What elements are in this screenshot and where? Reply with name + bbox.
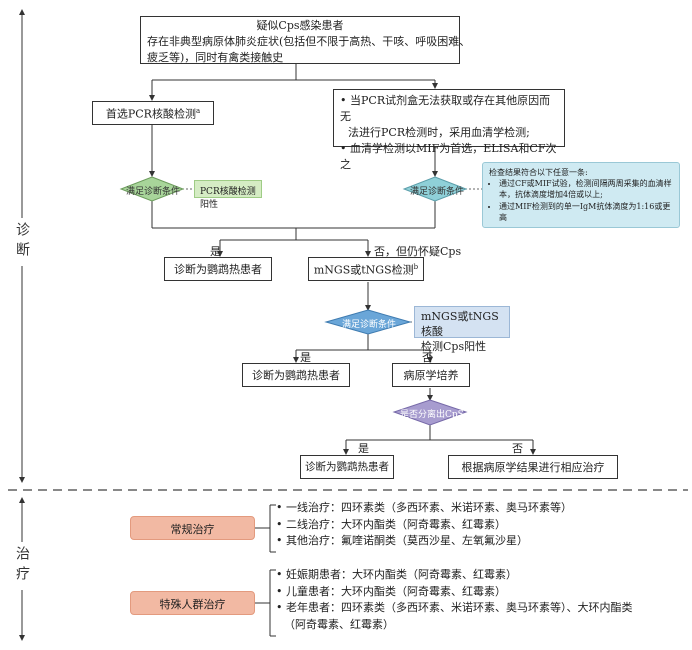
yes-label-3: 是 (358, 442, 369, 455)
suspected-title: 疑似Cps感染患者 (256, 19, 344, 32)
mngs-positive-line-1: mNGS或tNGS核酸 (421, 310, 499, 338)
mngs-label: mNGS或tNGS检测 (313, 263, 414, 277)
serology-bullet-1: • 当PCR试剂盒无法获取或存在其他原因而无 (340, 94, 551, 123)
suspected-patient-box: 疑似Cps感染患者 存在非典型病原体肺炎症状(包括但不限于高热、干咳、呼吸困难、… (140, 16, 471, 64)
side-label-diagnosis: 诊断 (12, 218, 32, 266)
routine-item-2: • 二线治疗：大环内酯类（阿奇霉素、红霉素） (276, 517, 506, 531)
side-label-treatment: 治疗 (12, 542, 32, 590)
criteria-title: 检查结果符合以下任意一条: (489, 168, 588, 177)
diamond-culture (392, 399, 468, 426)
special-item-2: • 儿童患者：大环内酯类（阿奇霉素、红霉素） (276, 584, 506, 598)
serology-box: • 当PCR试剂盒无法获取或存在其他原因而无 法进行PCR检测时，采用血清学检测… (333, 89, 565, 171)
yes-label-1: 是 (210, 245, 221, 258)
mngs-positive-tag: mNGS或tNGS核酸 检测Cps阳性 (414, 306, 510, 353)
yes-label-2: 是 (300, 351, 311, 364)
pcr-first-box: 首选PCR核酸检测a (92, 101, 214, 125)
diamond-right (402, 176, 468, 202)
routine-item-3: • 其他治疗：氟喹诺酮类（莫西沙星、左氧氟沙星） (276, 534, 528, 547)
pathogen-result-treatment-box: 根据病原学结果进行相应治疗 (448, 455, 618, 479)
special-treatment-tag: 特殊人群治疗 (130, 591, 255, 615)
routine-treatment-tag: 常规治疗 (130, 516, 255, 540)
special-treatment-list: • 妊娠期患者：大环内酯类（阿奇霉素、红霉素） • 儿童患者：大环内酯类（阿奇霉… (276, 567, 633, 633)
special-item-1: • 妊娠期患者：大环内酯类（阿奇霉素、红霉素） (276, 568, 517, 581)
serology-bullet-1-cont: 法进行PCR检测时，采用血清学检测; (348, 125, 530, 139)
mngs-box: mNGS或tNGS检测b (308, 257, 424, 281)
special-item-3-cont: （阿奇霉素、红霉素） (284, 617, 394, 631)
special-item-3: • 老年患者：四环素类（多西环素、米诺环素、奥马环素等）、大环内酯类 (276, 601, 633, 614)
diamond-left-label: 满足诊断条件 (126, 187, 181, 197)
mngs-positive-line-2: 检测Cps阳性 (421, 339, 487, 353)
no-suspect-label: 否，但仍怀疑Cps (374, 245, 462, 258)
pcr-first-sup: a (195, 107, 201, 115)
symptom-line-1: 存在非典型病原体肺炎症状(包括但不限于高热、干咳、呼吸困难、 (147, 34, 471, 48)
diamond-mid-label: 满足诊断条件 (342, 320, 397, 330)
diamond-culture-label: 是否分离出CpS (400, 410, 464, 420)
no-label-2: 否 (422, 351, 433, 364)
criteria-item-2: 通过MIF检测到的单一IgM抗体滴度为1:16或更高 (499, 201, 673, 223)
diamond-mid (324, 309, 412, 335)
serology-bullet-2: • 血清学检测以MIF为首选，ELISA和CF次之 (340, 141, 557, 171)
diamond-right-label: 满足诊断条件 (410, 187, 465, 197)
pcr-first-label: 首选PCR核酸检测 (105, 107, 196, 121)
culture-box: 病原学培养 (392, 363, 470, 387)
no-label-3: 否 (512, 442, 523, 455)
pcr-positive-tag: PCR核酸检测阳性 (194, 180, 262, 210)
routine-item-1: • 一线治疗：四环素类（多西环素、米诺环素、奥马环素等） (276, 501, 572, 514)
symptom-line-2: 疲乏等)，同时有禽类接触史 (147, 50, 284, 64)
serology-criteria-note: 检查结果符合以下任意一条: 通过CF或MIF试验，检测间隔两周采集的血清样本，抗… (482, 162, 680, 228)
diagnose-box-1: 诊断为鹦鹉热患者 (164, 257, 272, 281)
diamond-left (119, 176, 185, 202)
mngs-sup: b (413, 263, 419, 271)
routine-treatment-list: • 一线治疗：四环素类（多西环素、米诺环素、奥马环素等） • 二线治疗：大环内酯… (276, 500, 572, 550)
diagnose-box-2: 诊断为鹦鹉热患者 (242, 363, 350, 387)
diagnose-box-3: 诊断为鹦鹉热患者 (300, 455, 394, 479)
